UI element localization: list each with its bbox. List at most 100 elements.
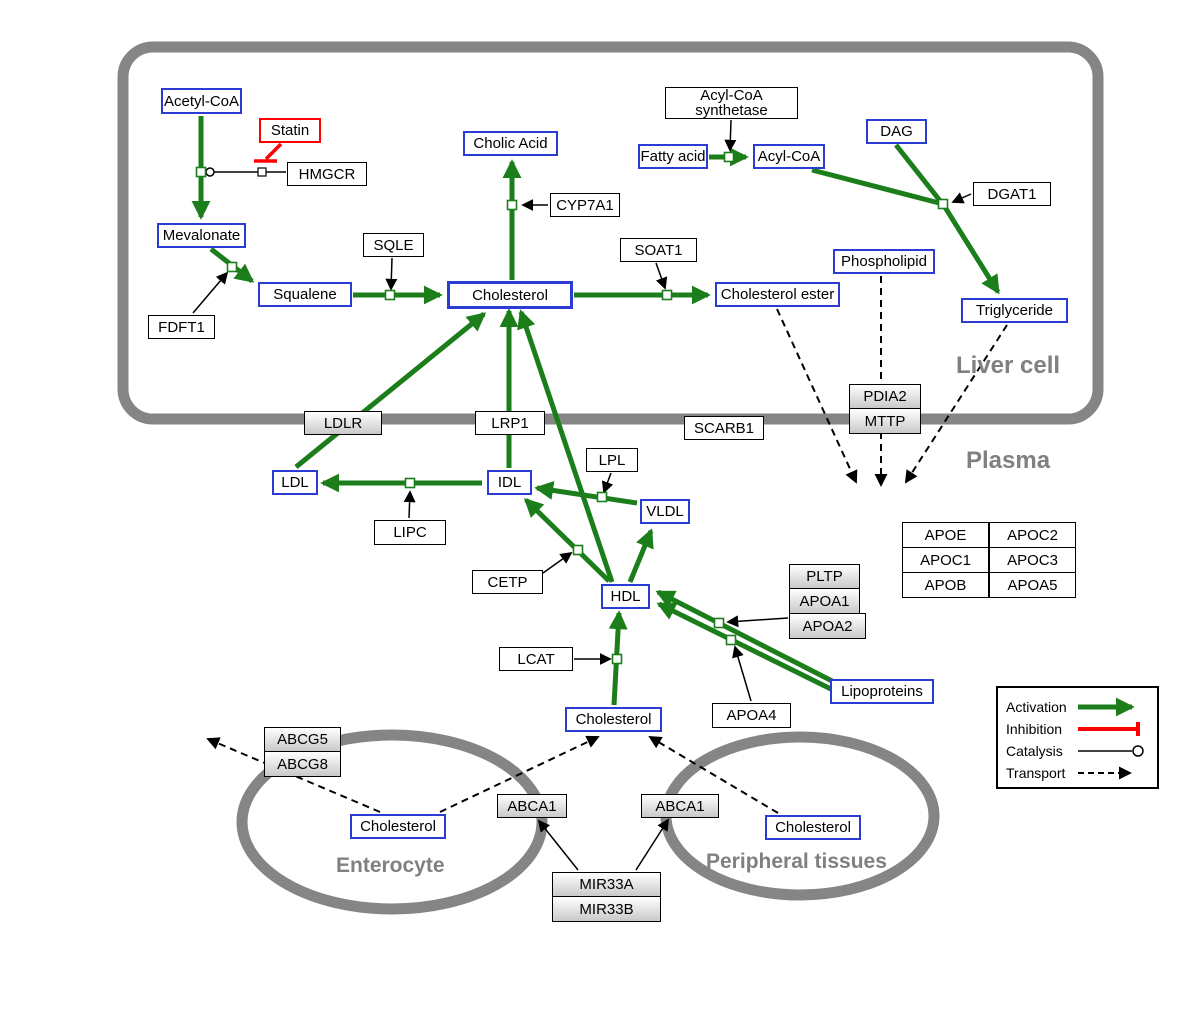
legend-catalysis-label: Catalysis [1006,743,1063,759]
node-mir33b[interactable]: MIR33B [552,896,661,922]
node-soat1[interactable]: SOAT1 [620,238,697,262]
apo-cell-apoa5[interactable]: APOA5 [989,572,1076,598]
edge-apoa4-connector [732,645,752,702]
node-mevalonate[interactable]: Mevalonate [157,223,246,248]
node-apoa1[interactable]: APOA1 [789,588,860,614]
node-cetp[interactable]: CETP [472,570,543,594]
transport-edges [206,276,1008,814]
node-scarb1[interactable]: SCARB1 [684,416,764,440]
legend-transport-label: Transport [1006,765,1066,781]
node-lcat[interactable]: LCAT [499,647,573,671]
reaction-anchors [195,151,949,665]
node-pltp[interactable]: PLTP [789,564,860,589]
catalysis-edges [192,119,972,871]
anchor-cetp [572,544,584,556]
edge-enterocyte-cholesterol-abca1 [439,735,600,813]
node-fdft1[interactable]: FDFT1 [148,315,215,339]
node-triglyceride[interactable]: Triglyceride [961,298,1068,323]
node-phospholipid[interactable]: Phospholipid [833,249,935,274]
node-ldlr[interactable]: LDLR [304,411,382,435]
node-mir33a[interactable]: MIR33A [552,872,661,897]
node-pdia2[interactable]: PDIA2 [849,384,921,409]
anchor-fdft1 [226,261,238,273]
edge-hdl-idl [523,498,611,583]
edge-hdl-cholesterol [517,309,615,583]
node-acetyl-coa[interactable]: Acetyl-CoA [161,88,242,114]
node-lipoproteins[interactable]: Lipoproteins [830,679,934,704]
liver-cell-membrane [117,41,1104,425]
node-hdl[interactable]: HDL [601,584,650,609]
anchor-sqle [384,289,396,301]
anchor-lipc [404,477,416,489]
apo-cell-apoc3[interactable]: APOC3 [989,547,1076,573]
node-ldl[interactable]: LDL [272,470,318,495]
edge-cetp-catalysis [542,551,573,574]
edge-vldl-idl [534,481,638,506]
legend-catalysis-circle [1132,745,1144,757]
anchor-hmgcr [195,166,207,178]
edge-fdft1-catalysis [192,271,229,314]
membranes [117,41,1104,915]
edge-dgat1-catalysis [951,192,972,204]
anchor-cyp7a1 [506,199,518,211]
node-cholesterol-plasma[interactable]: Cholesterol [565,707,662,732]
edge-apoa-stack-connector [726,615,789,628]
node-fatty-acid[interactable]: Fatty acid [638,144,708,169]
apo-cell-apoc1[interactable]: APOC1 [902,547,989,573]
node-dag[interactable]: DAG [866,119,927,144]
edge-cholesterolester-plasma [776,308,858,484]
node-acyl-coa2[interactable]: Acyl-CoA [753,144,825,169]
node-idl[interactable]: IDL [487,470,532,495]
anchor-soat1 [661,289,673,301]
node-lrp1[interactable]: LRP1 [475,411,545,435]
edge-lipc-catalysis [403,490,416,519]
apolipoprotein-table: APOE APOC2 APOC1 APOC3 APOB APOA5 [902,522,1077,598]
anchor-lpl [596,491,608,503]
apo-cell-apoe[interactable]: APOE [902,522,989,548]
edge-acylcoasynthetase-catalysis [724,119,737,152]
node-dgat1[interactable]: DGAT1 [973,182,1051,206]
edge-lpl-catalysis [601,472,614,494]
node-lipc[interactable]: LIPC [374,520,446,545]
node-abcg5[interactable]: ABCG5 [264,727,341,752]
apo-cell-apob[interactable]: APOB [902,572,989,598]
node-acyl-coa-synthetase[interactable]: Acyl-CoA synthetase [665,87,798,119]
anchor-dgat1 [937,198,949,210]
peripheral-tissues-label: Peripheral tissues [706,850,887,873]
anchor-apoa4 [725,634,737,646]
node-cholesterol-peripheral[interactable]: Cholesterol [765,815,861,840]
node-sqle[interactable]: SQLE [363,233,424,257]
edge-peripheral-cholesterol-abca1 [648,736,779,814]
node-vldl[interactable]: VLDL [640,499,690,524]
node-cyp7a1[interactable]: CYP7A1 [550,193,620,217]
node-cholesterol-ester[interactable]: Cholesterol ester [715,282,840,307]
edge-hdl-vldl [627,528,654,583]
inhibition-edge [254,142,283,163]
node-abcg8[interactable]: ABCG8 [264,751,341,777]
anchor-apoa-stack [713,617,725,629]
node-apoa2[interactable]: APOA2 [789,613,866,639]
node-statin[interactable]: Statin [259,118,321,143]
node-lpl[interactable]: LPL [586,448,638,472]
node-apoa4[interactable]: APOA4 [712,703,791,728]
enterocyte-label: Enterocyte [336,854,445,877]
node-abca1-right[interactable]: ABCA1 [641,794,719,818]
node-mttp[interactable]: MTTP [849,408,921,434]
node-cholesterol-enterocyte[interactable]: Cholesterol [350,814,446,839]
edge-soat1-catalysis [655,262,668,290]
node-cholic-acid[interactable]: Cholic Acid [463,131,558,156]
edge-dag-junction [894,143,943,204]
node-hmgcr[interactable]: HMGCR [287,162,367,186]
node-abca1-left[interactable]: ABCA1 [497,794,567,818]
legend-activation-label: Activation [1006,699,1067,715]
node-squalene[interactable]: Squalene [258,282,352,307]
edge-lipoproteins-hdl-upper [655,589,838,686]
anchor-lcat [611,653,623,665]
apo-cell-apoc2[interactable]: APOC2 [989,522,1076,548]
edge-ldl-cholesterol-via-ldlr [294,312,487,469]
legend-symbols [1078,697,1144,780]
node-cholesterol-liver[interactable]: Cholesterol [447,281,573,309]
edge-sqle-catalysis [385,257,398,291]
hmgcr-catalysis-circle [205,167,215,177]
